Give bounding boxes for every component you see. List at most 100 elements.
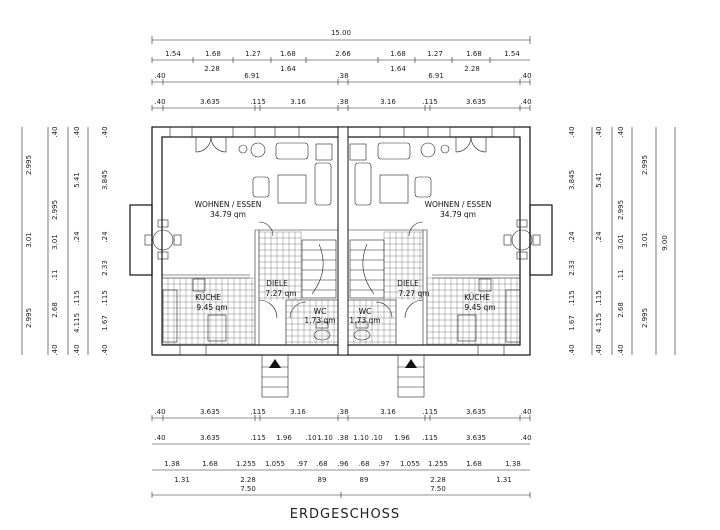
svg-text:.40: .40 <box>101 126 109 137</box>
svg-text:.40: .40 <box>595 344 603 355</box>
svg-text:.40: .40 <box>617 344 625 355</box>
svg-text:.115: .115 <box>250 98 266 106</box>
svg-text:6.91: 6.91 <box>244 72 260 80</box>
svg-text:.40: .40 <box>520 434 531 442</box>
svg-text:1.64: 1.64 <box>280 65 296 73</box>
svg-text:.40: .40 <box>520 72 531 80</box>
dim-col-left-a: .40 3.845 .24 2.33 .115 1.67 .40 <box>101 126 109 355</box>
svg-text:2.995: 2.995 <box>617 200 625 220</box>
svg-text:2.995: 2.995 <box>25 308 33 328</box>
room-area-wc-left: 1.73 qm <box>304 316 335 325</box>
svg-text:2.28: 2.28 <box>430 476 446 484</box>
dim-overall-right: 9.00 <box>661 235 669 251</box>
drawing-title: ERDGESCHOSS <box>290 507 400 522</box>
entrance-steps-right <box>397 354 425 398</box>
svg-text:.10: .10 <box>305 434 316 442</box>
staircase-left <box>301 239 337 299</box>
svg-text:.11: .11 <box>51 269 59 280</box>
svg-text:3.845: 3.845 <box>568 170 576 190</box>
svg-text:.40: .40 <box>595 126 603 137</box>
svg-text:1.67: 1.67 <box>568 315 576 331</box>
svg-text:.24: .24 <box>568 231 576 243</box>
svg-text:2.995: 2.995 <box>641 155 649 175</box>
svg-text:3.16: 3.16 <box>290 98 306 106</box>
svg-text:.68: .68 <box>316 460 327 468</box>
svg-text:3.01: 3.01 <box>51 234 59 250</box>
room-label-wc-right: WC <box>359 307 372 316</box>
svg-text:1.54: 1.54 <box>165 50 181 58</box>
svg-text:.68: .68 <box>358 460 369 468</box>
dim-col-left-c: .40 2.995 3.01 .11 2.68 .40 <box>51 126 59 355</box>
svg-text:3.16: 3.16 <box>380 408 396 416</box>
svg-text:.40: .40 <box>51 344 59 355</box>
svg-text:.115: .115 <box>101 290 109 306</box>
svg-text:.40: .40 <box>154 408 165 416</box>
svg-text:3.16: 3.16 <box>380 98 396 106</box>
room-area-wohnen-right: 34.79 qm <box>440 210 476 219</box>
svg-text:2.995: 2.995 <box>641 308 649 328</box>
room-label-diele-right: DIELE <box>397 279 419 288</box>
dim-row-top-2: 2.28 1.64 1.64 2.28 <box>204 65 480 73</box>
svg-text:.24: .24 <box>101 231 109 243</box>
svg-text:4.115: 4.115 <box>595 313 603 333</box>
dim-row-top-1: 1.54 1.68 1.27 1.68 2.66 1.68 1.27 1.68 … <box>165 50 520 58</box>
dim-col-left-b: .40 5.41 .24 .115 4.115 .40 <box>73 126 81 355</box>
svg-text:1.055: 1.055 <box>265 460 285 468</box>
svg-text:3.16: 3.16 <box>290 408 306 416</box>
svg-text:1.27: 1.27 <box>427 50 443 58</box>
svg-text:.115: .115 <box>422 98 438 106</box>
svg-text:4.115: 4.115 <box>73 313 81 333</box>
svg-text:3.635: 3.635 <box>466 434 486 442</box>
svg-text:.38: .38 <box>337 98 348 106</box>
svg-text:1.64: 1.64 <box>390 65 406 73</box>
svg-text:1.67: 1.67 <box>101 315 109 331</box>
svg-text:2.28: 2.28 <box>204 65 220 73</box>
svg-text:.115: .115 <box>595 290 603 306</box>
svg-text:.40: .40 <box>617 126 625 137</box>
svg-text:3.635: 3.635 <box>200 408 220 416</box>
dim-row-bottom-3: 1.38 1.68 1.255 1.055 .97 .68 .96 .68 .9… <box>164 460 521 468</box>
room-area-diele-right: 7.27 qm <box>398 289 429 298</box>
svg-text:1.68: 1.68 <box>202 460 218 468</box>
room-area-wc-right: 1.73 qm <box>349 316 380 325</box>
svg-text:1.255: 1.255 <box>236 460 256 468</box>
svg-text:2.33: 2.33 <box>101 260 109 276</box>
svg-text:1.96: 1.96 <box>276 434 292 442</box>
svg-text:1.54: 1.54 <box>504 50 520 58</box>
room-area-diele-left: 7.27 qm <box>265 289 296 298</box>
svg-text:.97: .97 <box>296 460 307 468</box>
dim-row-bottom-4: 1.31 2.28 89 89 2.28 1.31 <box>174 476 512 484</box>
svg-text:1.96: 1.96 <box>394 434 410 442</box>
svg-text:.40: .40 <box>520 98 531 106</box>
svg-text:.38: .38 <box>337 434 348 442</box>
svg-text:.24: .24 <box>73 231 81 243</box>
svg-text:3.01: 3.01 <box>641 232 649 248</box>
dim-col-right-a: .40 3.845 .24 2.33 .115 1.67 .40 <box>568 126 576 355</box>
room-label-wc-left: WC <box>314 307 327 316</box>
building-outline <box>129 126 553 356</box>
room-label-wohnen-right: WOHNEN / ESSEN <box>425 200 492 209</box>
svg-text:.40: .40 <box>73 126 81 137</box>
svg-text:.115: .115 <box>250 434 266 442</box>
svg-text:.97: .97 <box>378 460 389 468</box>
svg-text:1.27: 1.27 <box>245 50 261 58</box>
svg-text:1.255: 1.255 <box>428 460 448 468</box>
room-area-kueche-left: 9.45 qm <box>196 303 227 312</box>
svg-text:1.31: 1.31 <box>496 476 512 484</box>
svg-text:1.10: 1.10 <box>353 434 369 442</box>
room-label-kueche-right: KÜCHE <box>464 293 490 302</box>
svg-text:2.66: 2.66 <box>335 50 351 58</box>
windows <box>169 126 515 356</box>
svg-text:2.33: 2.33 <box>568 260 576 276</box>
svg-text:3.845: 3.845 <box>101 170 109 190</box>
svg-text:.40: .40 <box>568 126 576 137</box>
room-label-kueche-left: KÜCHE <box>195 293 221 302</box>
svg-text:.40: .40 <box>51 126 59 137</box>
svg-text:6.91: 6.91 <box>428 72 444 80</box>
floor-tiles <box>161 231 520 345</box>
svg-text:3.01: 3.01 <box>617 234 625 250</box>
svg-text:.40: .40 <box>154 434 165 442</box>
svg-text:.115: .115 <box>568 290 576 306</box>
dim-col-right-d: 2.995 3.01 2.995 <box>641 155 649 328</box>
